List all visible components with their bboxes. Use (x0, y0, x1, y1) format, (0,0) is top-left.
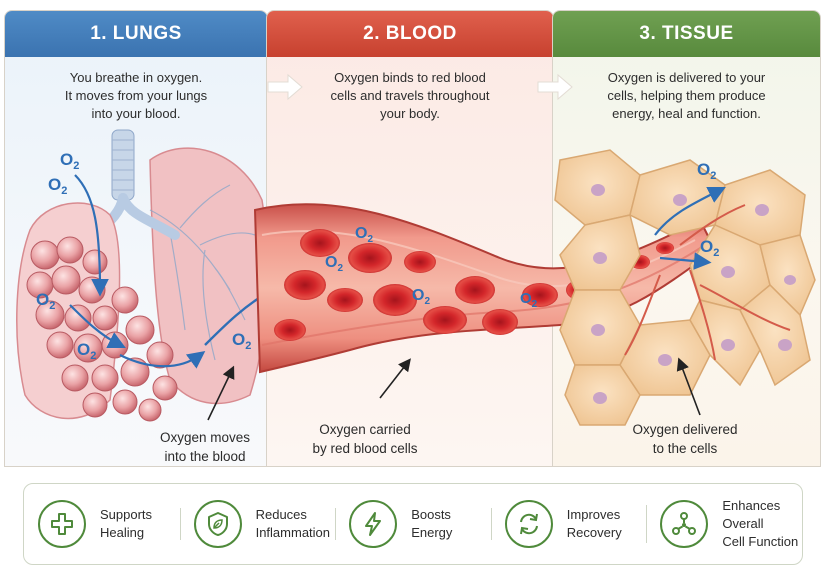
benefit-enhances-cell-function: Enhances Overall Cell Function (646, 497, 802, 551)
plus-icon (38, 500, 86, 548)
o2-label: O (36, 290, 49, 309)
lungs-illustration (16, 129, 279, 422)
o2-label: O (697, 160, 710, 179)
o2-label: O (520, 290, 532, 307)
o2-subscript: 2 (532, 299, 538, 310)
lightning-icon (349, 500, 398, 548)
svg-text:O2: O2 (232, 330, 251, 352)
lungs-title: 1. LUNGS (5, 11, 267, 57)
o2-label: O (232, 330, 245, 349)
alveoli-cluster (26, 236, 178, 422)
red-blood-cells (274, 229, 674, 341)
o2-subscript: 2 (367, 234, 373, 245)
shield-leaf-icon (193, 500, 242, 548)
oxygen-journey-illustration: O2 O2 O2 O2 O2 O2 O2 O2 O2 O2 O2 (16, 129, 816, 426)
tissue-description: Oxygen is delivered to your cells, helpi… (607, 70, 766, 121)
svg-text:O2: O2 (36, 290, 55, 312)
svg-text:O2: O2 (520, 290, 538, 310)
o2-label: O (77, 340, 90, 359)
cycle-arrows-icon (504, 500, 553, 548)
benefit-reduces-inflammation: Reduces Inflammation (179, 500, 336, 548)
svg-text:O2: O2 (77, 340, 96, 362)
blood-caption: Oxygen carried by red blood cells (312, 422, 418, 456)
blood-description: Oxygen binds to red blood cells and trav… (330, 70, 490, 121)
o2-subscript: 2 (710, 170, 716, 182)
benefit-label: Boosts Energy (411, 507, 453, 540)
o2-subscript: 2 (73, 160, 79, 172)
o2-label: O (412, 287, 424, 304)
o2-label: O (48, 175, 61, 194)
svg-text:O2: O2 (697, 160, 716, 182)
o2-subscript: 2 (49, 300, 55, 312)
benefit-boosts-energy: Boosts Energy (335, 500, 491, 548)
svg-text:O2: O2 (700, 237, 719, 259)
blood-vessel-illustration (253, 203, 717, 399)
svg-text:O2: O2 (60, 150, 79, 172)
benefit-improves-recovery: Improves Recovery (490, 500, 647, 548)
o2-label: O (325, 254, 337, 271)
o2-subscript: 2 (713, 247, 719, 259)
svg-text:O2: O2 (412, 287, 430, 307)
o2-subscript: 2 (61, 185, 67, 197)
blood-title: 2. BLOOD (267, 11, 553, 57)
svg-text:O2: O2 (48, 175, 67, 197)
cell-network-icon (660, 500, 709, 548)
tissue-caption: Oxygen delivered to the cells (632, 422, 738, 456)
o2-label: O (700, 237, 713, 256)
o2-label: O (355, 225, 367, 242)
lungs-caption: Oxygen moves into the blood (159, 430, 251, 464)
benefit-label: Supports Healing (100, 507, 153, 540)
tissue-title: 3. TISSUE (553, 11, 820, 57)
o2-subscript: 2 (424, 296, 430, 307)
flow-arrow-icon (537, 73, 573, 101)
oxygen-labels: O2 O2 O2 O2 O2 O2 O2 O2 O2 O2 O2 (36, 150, 719, 362)
lungs-description: You breathe in oxygen. It moves from you… (64, 70, 208, 121)
benefit-label: Reduces Inflammation (255, 507, 331, 540)
o2-subscript: 2 (90, 350, 96, 362)
tissue-cells-illustration (554, 149, 816, 426)
o2-label: O (60, 150, 73, 169)
benefit-supports-healing: Supports Healing (24, 500, 180, 548)
svg-text:O2: O2 (325, 254, 343, 274)
benefits-bar: Supports Healing Reduces Inflammation Bo… (23, 483, 803, 565)
svg-text:O2: O2 (355, 225, 373, 245)
o2-subscript: 2 (245, 340, 251, 352)
flow-arrow-icon (267, 73, 303, 101)
o2-subscript: 2 (337, 263, 343, 274)
benefit-label: Improves Recovery (566, 507, 622, 540)
benefit-label: Enhances Overall Cell Function (722, 498, 799, 549)
